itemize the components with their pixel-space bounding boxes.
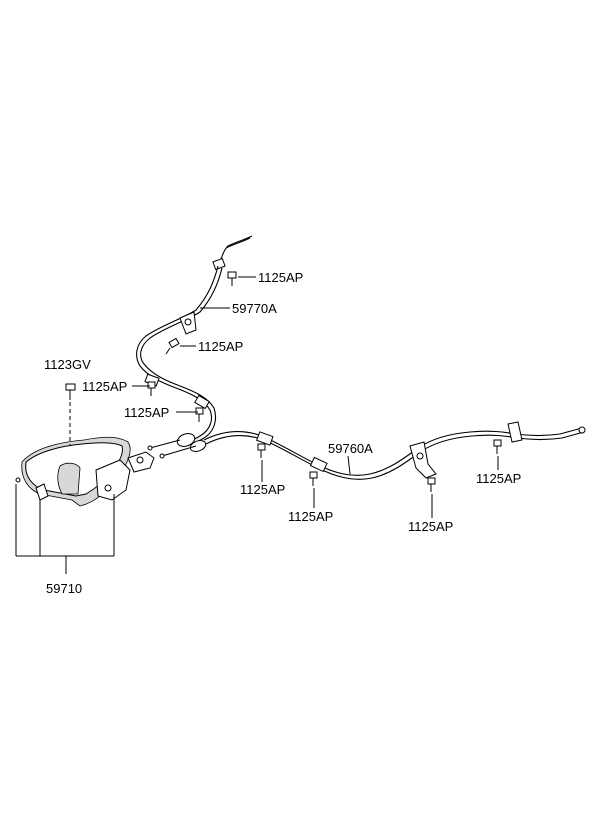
bolt-far-right: [493, 439, 502, 454]
label-bolt-left-low: 1125AP: [124, 405, 169, 420]
screw-1123gv: [65, 383, 76, 400]
label-screw-lever: 1123GV: [44, 357, 91, 372]
label-bolt-center: 1125AP: [240, 482, 285, 497]
bolt-left-low: [195, 407, 204, 422]
label-bolt-center-low: 1125AP: [288, 509, 333, 524]
label-bolt-far-right: 1125AP: [476, 471, 521, 486]
label-bolt-right-low: 1125AP: [408, 519, 453, 534]
label-bolt-front-mid: 1125AP: [198, 339, 243, 354]
rear-cable-59760a: [147, 421, 586, 480]
bolt-left: [147, 381, 156, 396]
bolt-center: [257, 443, 266, 458]
bolt-front-mid: [165, 337, 180, 355]
bolt-center-low: [309, 471, 318, 486]
parking-brake-lever-assembly: [15, 402, 155, 507]
label-cable-front: 59770A: [232, 301, 277, 316]
bolt-top: [227, 271, 237, 286]
label-lever-assembly: 59710: [46, 581, 82, 596]
label-bolt-left: 1125AP: [82, 379, 127, 394]
bolt-right-low: [427, 477, 436, 492]
leader-lines: [15, 276, 499, 574]
label-bolt-top: 1125AP: [258, 270, 303, 285]
label-cable-rear: 59760A: [328, 441, 373, 456]
